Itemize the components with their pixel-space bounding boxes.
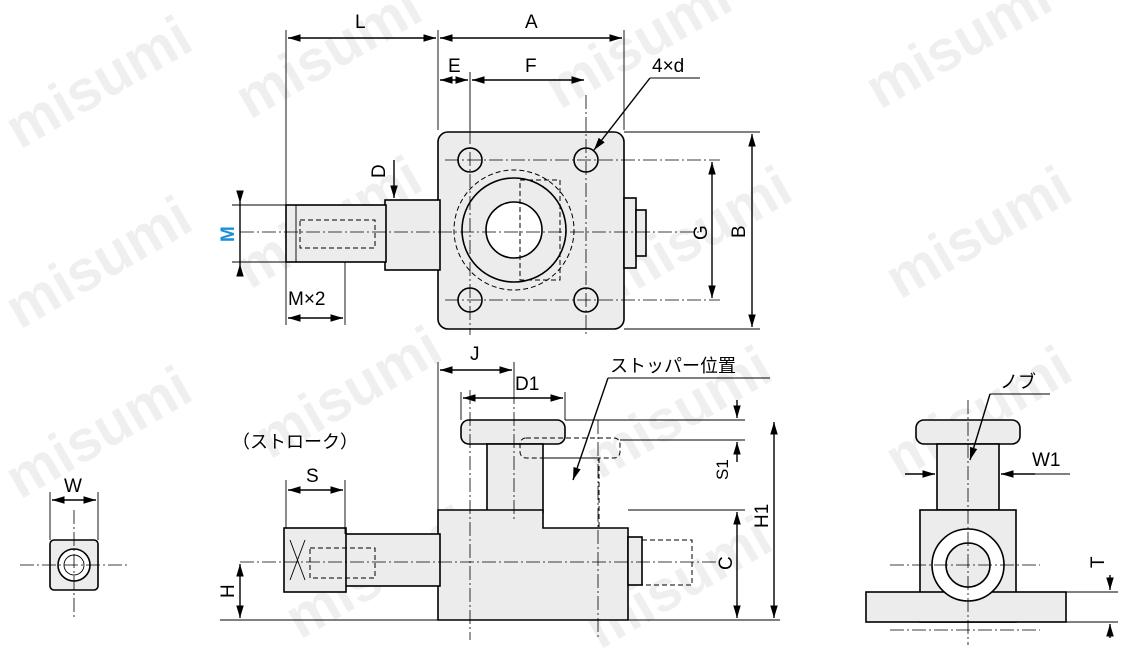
- dim-4xd: 4×d: [652, 56, 684, 77]
- dim-W: W: [64, 476, 82, 497]
- dim-A: A: [525, 12, 538, 33]
- stopper-position-label: ストッパー位置: [610, 356, 736, 377]
- knob-head: [460, 419, 566, 445]
- end-view: W: [20, 476, 130, 620]
- top-view: L A E F 4×d D M M×2 G B: [218, 12, 760, 335]
- dim-F: F: [525, 56, 537, 77]
- dim-L: L: [355, 12, 366, 33]
- knob-label: ノブ: [1000, 371, 1036, 393]
- dim-T: T: [1088, 556, 1109, 568]
- dim-S: S: [306, 466, 319, 487]
- dim-B: B: [729, 225, 750, 238]
- watermark: misumi: [854, 0, 1062, 121]
- dim-D: D: [369, 164, 390, 178]
- shaft: [384, 199, 441, 271]
- end-cap: [623, 197, 637, 269]
- watermark: misumi: [224, 0, 432, 131]
- dim-G: G: [691, 225, 712, 240]
- dim-E: E: [448, 56, 461, 77]
- watermark: misumi: [0, 183, 202, 341]
- dim-C: C: [716, 556, 737, 570]
- dim-J: J: [470, 344, 480, 365]
- front-view: J D1 ストッパー位置 （ストローク） S S1 H1 C H: [218, 344, 780, 640]
- dim-M: M: [218, 226, 239, 242]
- dim-H: H: [218, 584, 239, 598]
- dim-H1: H1: [752, 504, 773, 528]
- watermark: misumi: [0, 353, 202, 511]
- side-view: ノブ W1 T: [865, 371, 1118, 645]
- thread-front: [283, 527, 347, 593]
- watermark: misumi: [874, 153, 1082, 311]
- shaft-front: [344, 533, 441, 587]
- dim-W1: W1: [1032, 450, 1061, 471]
- stroke-label: （ストローク）: [232, 432, 358, 453]
- dim-Mx2: M×2: [288, 289, 326, 310]
- knob-stem: [486, 443, 544, 513]
- dim-S1: S1: [713, 459, 732, 480]
- watermark: misumi: [534, 0, 742, 121]
- watermark: misumi: [0, 3, 202, 161]
- dim-D1: D1: [515, 374, 539, 395]
- thread-shaft: [285, 204, 387, 263]
- side-base: [865, 591, 1067, 623]
